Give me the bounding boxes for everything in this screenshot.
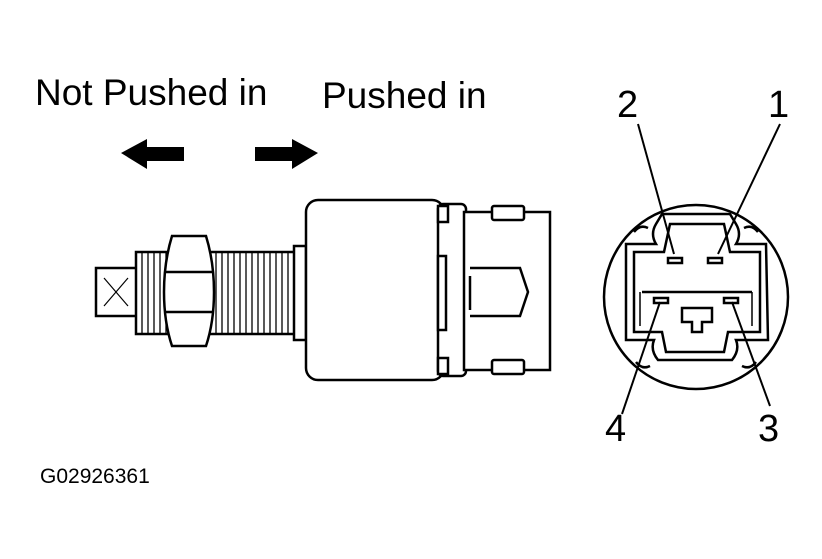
arrow-right-icon: [255, 139, 318, 169]
switch-body: [304, 198, 446, 382]
figure-code: G02926361: [40, 465, 150, 488]
pin-slot-2: [666, 256, 684, 265]
threaded-shaft: [134, 250, 298, 336]
arrow-left-icon: [121, 139, 184, 169]
hex-nut: [162, 234, 216, 348]
plunger-tip: [94, 266, 140, 318]
connector-housing: [462, 204, 552, 376]
pushed-label: Pushed in: [322, 75, 487, 116]
pin-label-2: 2: [617, 84, 639, 126]
pin-label-3: 3: [758, 408, 780, 450]
pin-label-4: 4: [605, 408, 627, 450]
not-pushed-label: Not Pushed in: [35, 72, 268, 113]
pin-slot-4: [652, 296, 670, 305]
pin-label-1: 1: [768, 84, 790, 126]
connector-face: [602, 203, 790, 391]
washer: [292, 244, 308, 342]
leader-lines: [621, 123, 781, 415]
connector-collar: [436, 202, 468, 378]
pin-slot-1: [706, 256, 724, 265]
pin-slot-3: [722, 296, 740, 305]
